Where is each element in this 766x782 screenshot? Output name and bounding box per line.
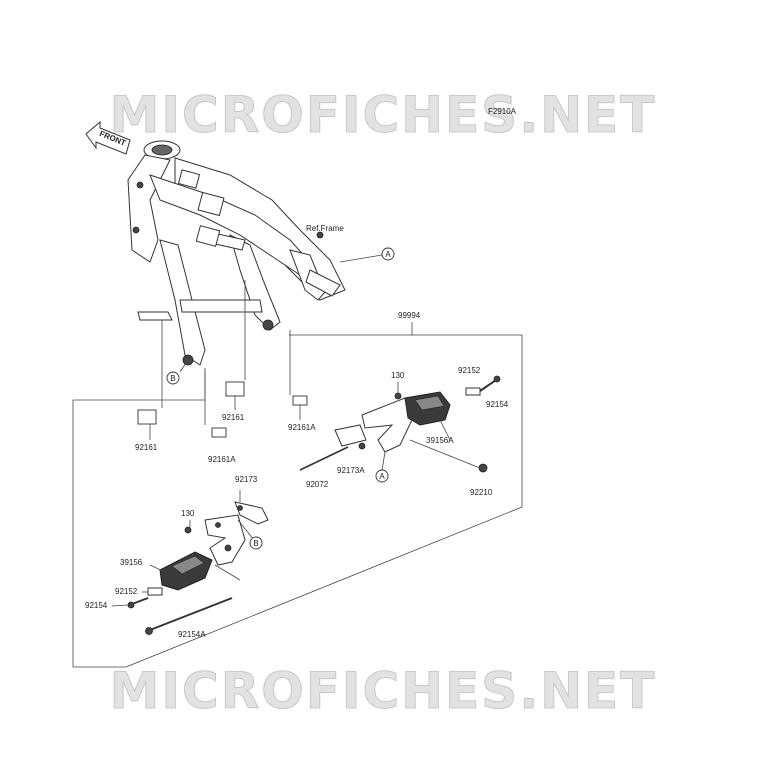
- callout-a-lower-letter: A: [379, 472, 385, 481]
- part-99994: 99994: [398, 311, 421, 320]
- sticker-92161-left: [137, 409, 157, 425]
- part-92161-left: 92161: [135, 443, 158, 452]
- diagram-code: F2910A: [488, 107, 517, 116]
- kit-outline: [72, 334, 523, 668]
- part-92173: 92173: [235, 475, 258, 484]
- callout-a-top: [381, 247, 395, 261]
- ref-frame-label: Ref.Frame: [306, 224, 344, 233]
- callout-b-frame: [166, 371, 180, 385]
- front-arrow-icon: FRONT: [85, 120, 131, 155]
- part-92152-bottom: 92152: [115, 587, 138, 596]
- part-39156a: 39156A: [426, 436, 454, 445]
- part-130-bottom: 130: [181, 509, 195, 518]
- callout-a-top-letter: A: [385, 250, 391, 259]
- sticker-92161a-left: [211, 427, 227, 438]
- part-92161a-left: 92161A: [208, 455, 236, 464]
- part-92072: 92072: [306, 480, 329, 489]
- part-92173a: 92173A: [337, 466, 365, 475]
- part-39156: 39156: [120, 558, 143, 567]
- callout-a-lower: [375, 469, 389, 483]
- part-92152-top: 92152: [458, 366, 481, 375]
- callout-b-bracket-letter: B: [253, 539, 258, 548]
- watermark-bottom: MICROFICHES.NET: [110, 662, 657, 720]
- part-92154-bottom: 92154: [85, 601, 108, 610]
- callout-b-frame-letter: B: [170, 374, 175, 383]
- sticker-92161a-right: [292, 395, 308, 406]
- part-92161-right: 92161: [222, 413, 245, 422]
- part-92161a-right: 92161A: [288, 423, 316, 432]
- part-92154-top: 92154: [486, 400, 509, 409]
- sticker-92161-right: [225, 381, 245, 397]
- left-frame-slider-assembly: [127, 501, 269, 635]
- part-92210: 92210: [470, 488, 493, 497]
- watermark-top: MICROFICHES.NET: [110, 86, 657, 144]
- part-130-top: 130: [391, 371, 405, 380]
- right-frame-slider-assembly: [299, 375, 501, 473]
- part-92154a: 92154A: [178, 630, 206, 639]
- motorcycle-frame: [127, 140, 346, 366]
- callout-b-bracket: [249, 536, 263, 550]
